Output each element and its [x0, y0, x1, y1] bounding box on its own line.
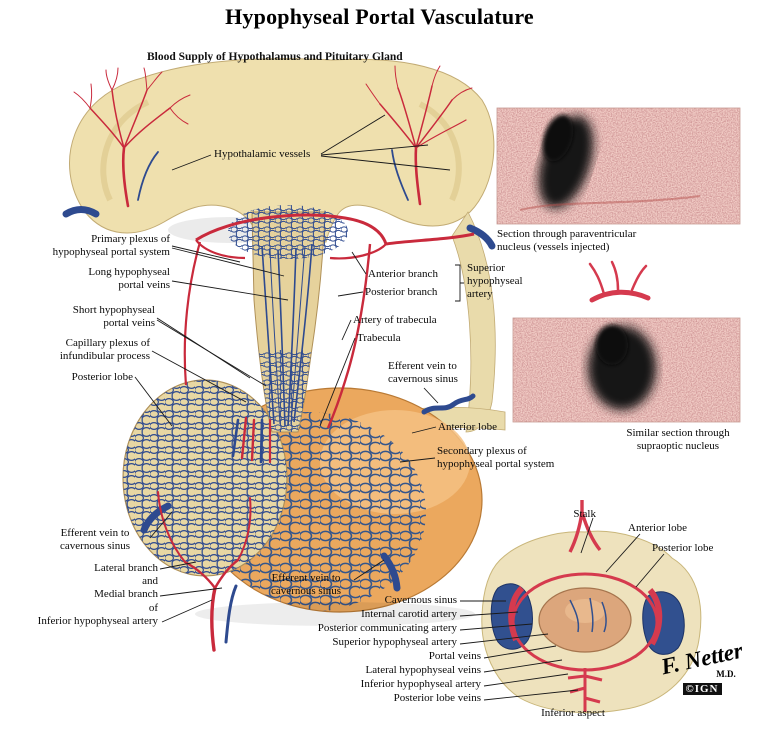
label-efferent-vein-right: Efferent vein to cavernous sinus [388, 360, 458, 386]
label-anterior-lobe: Anterior lobe [438, 421, 497, 433]
caption-paraventricular: Section through paraventricular nucleus … [497, 228, 637, 254]
label-long-portal-veins: Long hypophyseal portal veins [88, 266, 170, 292]
label-hypothalamic-vessels: Hypothalamic vessels [214, 148, 311, 160]
label-iv-inferior-hypophyseal-artery: Inferior hypophyseal artery [360, 678, 481, 690]
label-inferior-hypophyseal-branches: Lateral branch and Medial branch of Infe… [37, 562, 158, 627]
label-posterior-branch: Posterior branch [365, 286, 438, 298]
caption-supraoptic: Similar section through supraoptic nucle… [626, 427, 730, 453]
hypothalamic-veins [62, 149, 496, 250]
internal-carotid-left [508, 585, 525, 642]
artery-of-trabecula-vessel [326, 243, 372, 429]
inferior-hypophyseal-artery-vessel [157, 491, 252, 652]
label-trabecula: Trabecula [357, 332, 401, 344]
label-lateral-hypophyseal-veins: Lateral hypophyseal veins [365, 664, 481, 676]
label-portal-veins: Portal veins [428, 650, 481, 662]
label-iv-anterior-lobe: Anterior lobe [628, 522, 687, 534]
label-posterior-communicating-artery: Posterior communicating artery [317, 622, 457, 634]
label-cavernous-sinus: Cavernous sinus [384, 594, 457, 606]
superior-hypophyseal-artery [183, 213, 475, 429]
histology-inset-paraventricular [496, 107, 741, 225]
stalk-arteries [568, 500, 602, 553]
label-anterior-branch: Anterior branch [368, 268, 438, 280]
short-portal-veins [231, 416, 272, 464]
label-short-portal-veins: Short hypophyseal portal veins [72, 304, 155, 330]
bracket [455, 264, 464, 302]
efferent-veins [140, 393, 476, 592]
primary-plexus-mesh [228, 205, 348, 259]
copyright-mark: ©IGN [682, 683, 722, 695]
label-posterior-lobe: Posterior lobe [71, 371, 133, 383]
signature-credential: M.D. [716, 669, 736, 679]
label-iv-posterior-lobe: Posterior lobe [652, 542, 714, 554]
label-efferent-vein-left: Efferent vein to cavernous sinus [60, 527, 130, 553]
label-internal-carotid-artery: Internal carotid artery [361, 608, 457, 620]
label-efferent-vein-bottom: Efferent vein to cavernous sinus [271, 572, 341, 598]
inferior-aspect-inset [481, 500, 702, 714]
hypothalamic-arteries [73, 65, 473, 208]
leader-lines [134, 114, 665, 701]
page-title: Hypophyseal Portal Vasculature [225, 4, 534, 29]
label-artery-of-trabecula: Artery of trabecula [353, 314, 437, 326]
portal-veins-inferior [569, 597, 607, 633]
subtitle: Blood Supply of Hypothalamus and Pituita… [147, 51, 403, 63]
label-posterior-lobe-veins: Posterior lobe veins [393, 692, 481, 704]
label-secondary-plexus: Secondary plexus of hypophyseal portal s… [437, 445, 555, 471]
artery-glyph [588, 260, 651, 303]
caption-inferior-aspect: Inferior aspect [541, 707, 605, 719]
internal-carotid-right [647, 588, 663, 646]
label-stalk: Stalk [573, 508, 596, 520]
label-capillary-plexus: Capillary plexus of infundibular process [59, 337, 150, 363]
label-iv-superior-hypophyseal-artery: Superior hypophyseal artery [332, 636, 457, 648]
label-primary-plexus: Primary plexus of hypophyseal portal sys… [52, 233, 170, 259]
artist-signature: F. Netter M.D. ©IGN [650, 638, 754, 697]
label-superior-hypophyseal-artery: Superior hypophyseal artery [467, 262, 523, 301]
histology-inset-supraoptic [512, 317, 741, 423]
